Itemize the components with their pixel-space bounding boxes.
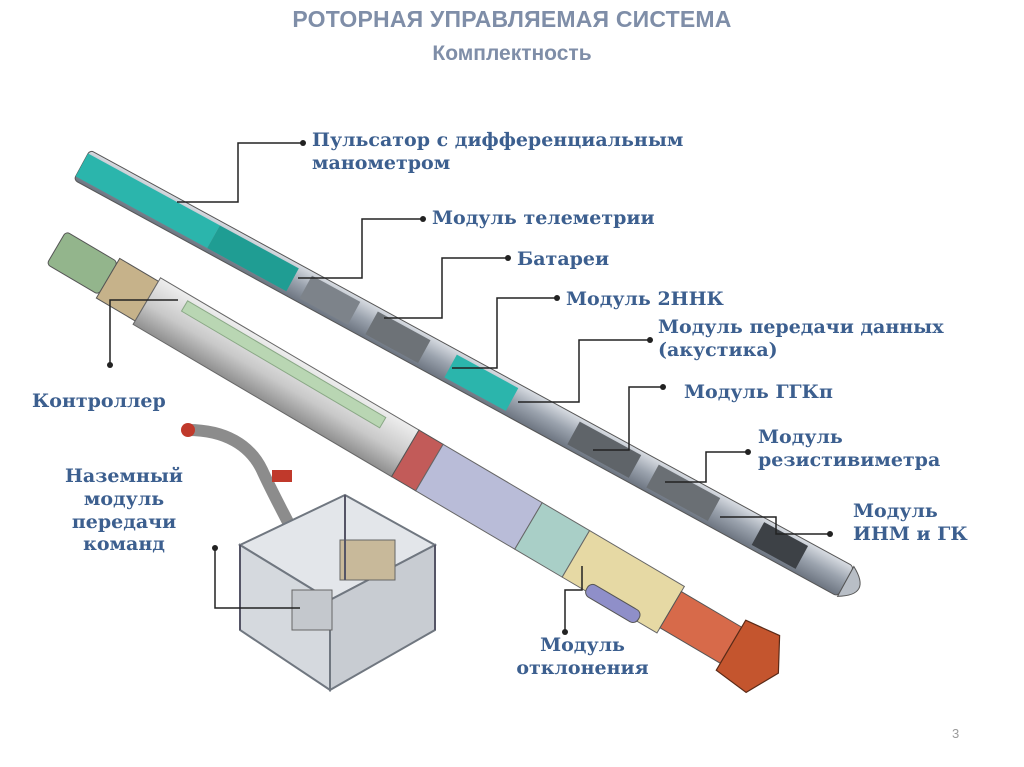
hose (182, 424, 298, 536)
leader-pulsator (177, 142, 303, 203)
leader-telemetry (298, 218, 423, 279)
pulsator-section (75, 153, 220, 249)
label-batteries: Батареи (517, 248, 610, 270)
label-inm-gk: Модуль ИНМ и ГК (853, 500, 968, 546)
ground-module (181, 423, 438, 692)
nnk-section (365, 311, 431, 364)
leader-lines (109, 142, 830, 632)
label-data-transfer: Модуль передачи данных (акустика) (658, 316, 944, 362)
label-deflection-line2: отклонения (516, 656, 649, 679)
label-ground-line1: Наземный (64, 465, 184, 487)
page-subtitle: Комплектность (432, 42, 592, 65)
leader-batteries (384, 257, 508, 319)
label-pulsator: Пульсатор с дифференциальным манометром (312, 129, 683, 175)
label-resistivity-line2: резистивиметра (758, 448, 941, 471)
hose-valve (272, 470, 292, 482)
controller-window (180, 300, 387, 429)
telemetry-section (207, 225, 299, 292)
label-controller: Контроллер (32, 390, 166, 412)
label-deflection: Модуль отклонения (500, 634, 665, 680)
label-2nnk: Модуль 2ННК (566, 288, 724, 310)
upper-tool (74, 150, 861, 597)
hose-connector (181, 423, 195, 437)
leader-ground (214, 548, 300, 609)
control-box (291, 589, 333, 631)
battery-section (299, 275, 361, 325)
label-ground-line2: модуль (83, 487, 165, 510)
leader-resistivity (665, 451, 748, 483)
leader-ggkp (593, 386, 663, 451)
pump-unit (339, 539, 396, 581)
leader-inm (720, 516, 830, 535)
page-number: 3 (952, 726, 960, 741)
label-data-transfer-line2: (акустика) (658, 338, 778, 361)
label-resistivity: Модуль резистивиметра (758, 426, 940, 472)
label-ground-line3: передачи (71, 510, 177, 533)
label-ground-module: Наземный модуль передачи команд (54, 465, 194, 556)
inm-section (751, 522, 809, 569)
label-pulsator-line2: манометром (312, 151, 451, 174)
label-data-transfer-line1: Модуль передачи данных (658, 316, 944, 338)
page-title: РОТОРНАЯ УПРАВЛЯЕМАЯ СИСТЕМА (292, 6, 732, 32)
drill-bit (715, 619, 781, 694)
leader-controller (109, 299, 178, 365)
label-deflection-line1: Модуль (540, 634, 625, 656)
sleeve-section (415, 443, 543, 550)
lower-tool (47, 232, 781, 694)
leader-data (518, 339, 650, 403)
leader-2nnk (452, 297, 557, 369)
leader-dots (107, 140, 833, 635)
deflection-pad (585, 583, 641, 624)
label-pulsator-line1: Пульсатор с дифференциальным (312, 129, 684, 151)
label-ground-line4: команд (83, 533, 165, 556)
label-ggkp: Модуль ГГКп (684, 381, 833, 403)
resistivity-section (646, 464, 721, 521)
label-inm-gk-line2: ИНМ и ГК (853, 522, 968, 545)
label-inm-gk-line1: Модуль (853, 500, 938, 522)
label-telemetry: Модуль телеметрии (432, 207, 655, 229)
leader-deflection (564, 566, 583, 632)
label-resistivity-line1: Модуль (758, 426, 843, 448)
